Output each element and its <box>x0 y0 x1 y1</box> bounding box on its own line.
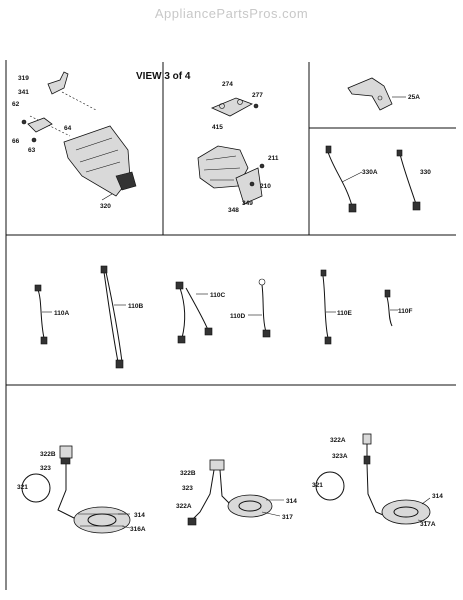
label-330A: 330A <box>362 169 378 176</box>
gasket-and-carburetor <box>197 97 265 205</box>
label-323-1: 323 <box>40 465 51 472</box>
ignition-assembly-317 <box>187 459 284 526</box>
wire-harness-110F <box>384 289 398 327</box>
ignition-assembly-317A <box>315 433 431 525</box>
ignition-assembly-316A <box>21 445 131 534</box>
label-66: 66 <box>12 138 20 145</box>
view-title: VIEW 3 of 4 <box>136 71 191 82</box>
label-322B-2: 322B <box>180 470 196 477</box>
label-62: 62 <box>12 101 20 108</box>
label-330: 330 <box>420 169 431 176</box>
label-349: 349 <box>242 200 253 207</box>
wires-330 <box>325 145 421 213</box>
label-322A-3: 322A <box>330 437 346 444</box>
label-314-2: 314 <box>286 498 297 505</box>
label-314-1: 314 <box>134 512 145 519</box>
label-321-1: 321 <box>17 484 28 491</box>
label-316A: 316A <box>130 526 146 533</box>
label-319: 319 <box>18 75 29 82</box>
label-323-2: 323 <box>182 485 193 492</box>
label-110A: 110A <box>54 310 69 317</box>
label-320: 320 <box>100 203 111 210</box>
label-277: 277 <box>252 92 263 99</box>
label-415: 415 <box>212 124 223 131</box>
label-317: 317 <box>282 514 293 521</box>
watermark-text: AppliancePartsPros.com <box>154 6 309 21</box>
label-210: 210 <box>260 183 271 190</box>
label-110C: 110C <box>210 292 225 299</box>
label-322A-2: 322A <box>176 503 192 510</box>
label-274: 274 <box>222 81 233 88</box>
label-341: 341 <box>18 89 29 96</box>
wire-harness-110B <box>100 265 126 369</box>
label-314-3: 314 <box>432 493 443 500</box>
wire-harness-110D <box>248 278 271 338</box>
label-321-3: 321 <box>312 482 323 489</box>
bracket-25A <box>347 77 406 111</box>
wire-harness-110A <box>34 284 52 345</box>
label-110B: 110B <box>128 303 143 310</box>
label-211: 211 <box>268 155 279 162</box>
label-348: 348 <box>228 207 239 214</box>
wire-harness-110C <box>175 281 213 344</box>
label-110F: 110F <box>398 308 412 315</box>
bracket-assembly <box>21 71 137 201</box>
label-63: 63 <box>28 147 36 154</box>
panel-dividers <box>5 60 456 590</box>
label-110E: 110E <box>337 310 352 317</box>
label-322B-1: 322B <box>40 451 56 458</box>
label-64: 64 <box>64 125 72 132</box>
label-25A: 25A <box>408 94 420 101</box>
wire-harness-110E <box>320 269 336 345</box>
label-110D: 110D <box>230 313 245 320</box>
label-323A: 323A <box>332 453 348 460</box>
label-317A: 317A <box>420 521 436 528</box>
